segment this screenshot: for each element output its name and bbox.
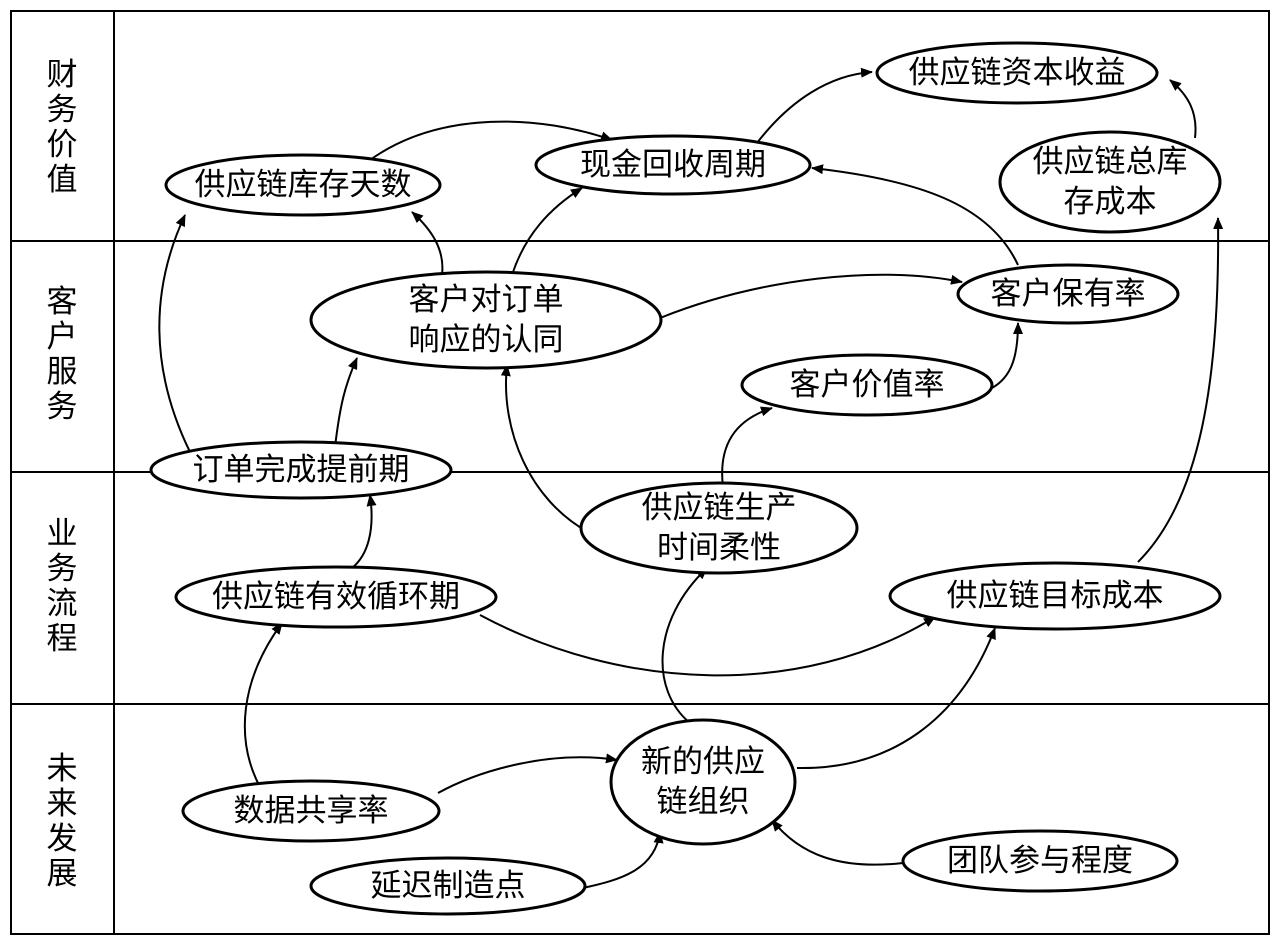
edge-flex-to-value xyxy=(721,406,773,488)
row-divider-2 xyxy=(10,471,1270,473)
node-shape-effective-cycle xyxy=(174,565,498,629)
node-shape-postponement xyxy=(309,856,587,916)
edge-totalcost-to-roe xyxy=(1169,79,1197,139)
node-shape-order-lead-time xyxy=(149,440,453,500)
node-shape-data-sharing xyxy=(181,779,441,843)
node-production-flex: 供应链生产 时间柔性 xyxy=(641,490,797,566)
node-shape-target-cost xyxy=(888,561,1222,631)
node-retention: 客户保有率 xyxy=(990,276,1146,312)
edge-sharing-to-org xyxy=(437,753,618,794)
edge-leadtime-to-response xyxy=(334,357,358,448)
edge-org-to-target xyxy=(796,627,996,770)
node-shape-production-flex xyxy=(579,481,859,575)
node-customer-value: 客户价值率 xyxy=(789,367,945,403)
node-shape-inventory-days xyxy=(164,153,442,217)
node-shape-cash-cycle xyxy=(534,134,812,196)
node-inventory-days: 供应链库存天数 xyxy=(194,167,412,203)
row-label-customer: 客户服务 xyxy=(46,284,78,425)
node-total-inventory-cost: 供应链总库 存成本 xyxy=(1032,144,1188,220)
edge-team-to-org xyxy=(771,819,904,866)
edge-retention-to-cash xyxy=(811,164,1019,266)
edge-cycle-to-target xyxy=(479,614,936,677)
edge-response-to-inventory xyxy=(411,211,444,276)
row-divider-1 xyxy=(10,240,1270,242)
node-shape-new-org xyxy=(609,718,797,846)
edge-org-to-flex xyxy=(661,567,708,724)
node-effective-cycle: 供应链有效循环期 xyxy=(212,579,460,615)
node-cash-cycle: 现金回收周期 xyxy=(580,147,766,183)
edge-sharing-to-cycle xyxy=(243,622,283,788)
node-shapes xyxy=(149,41,1222,916)
edge-value-to-retention xyxy=(987,322,1023,391)
node-shape-total-inventory-cost xyxy=(998,130,1222,234)
edge-inventory-to-cash xyxy=(369,120,613,161)
edge-flex-to-response xyxy=(500,364,589,533)
node-team-participation: 团队参与程度 xyxy=(947,843,1133,879)
row-label-process: 业务流程 xyxy=(46,516,78,657)
node-new-org: 新的供应 链组织 xyxy=(641,744,765,820)
row-label-future: 未来发展 xyxy=(46,751,78,892)
row-label-finance: 财务价值 xyxy=(46,57,78,198)
node-shape-customer-value xyxy=(740,353,994,417)
row-divider-3 xyxy=(10,703,1270,705)
edge-response-to-retention xyxy=(659,273,963,319)
node-order-response: 客户对订单 响应的认同 xyxy=(408,282,564,358)
edge-target-to-totalcost xyxy=(1137,217,1224,563)
edge-leadtime-to-inventory xyxy=(158,214,191,453)
node-order-lead-time: 订单完成提前期 xyxy=(192,452,410,488)
node-roe: 供应链资本收益 xyxy=(908,55,1126,91)
connector-group xyxy=(158,67,1224,889)
edge-response-to-cash xyxy=(511,187,583,276)
node-shape-team-participation xyxy=(901,829,1179,893)
node-data-sharing: 数据共享率 xyxy=(233,793,389,829)
edge-postpone-to-org xyxy=(582,831,664,889)
node-shape-order-response xyxy=(309,270,663,370)
node-target-cost: 供应链目标成本 xyxy=(946,578,1164,614)
edge-cash-to-roe xyxy=(756,67,873,144)
node-shape-retention xyxy=(956,263,1180,325)
node-postponement: 延迟制造点 xyxy=(370,868,526,904)
node-shape-roe xyxy=(875,41,1159,105)
edge-cycle-to-leadtime xyxy=(351,494,377,569)
